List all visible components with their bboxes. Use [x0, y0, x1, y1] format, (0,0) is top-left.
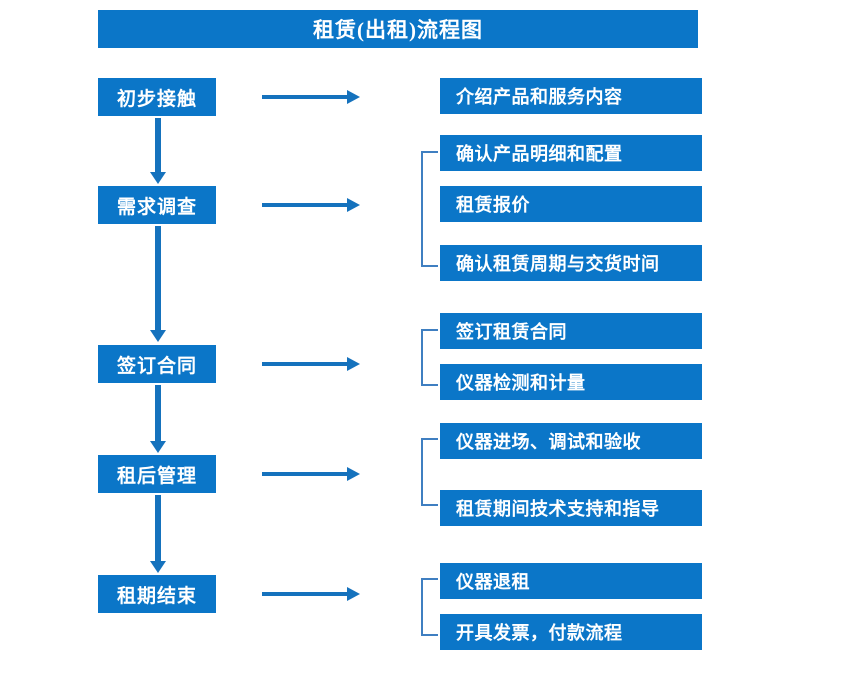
vertical-arrow-4 [150, 495, 166, 573]
group-bracket-3 [421, 438, 438, 506]
horizontal-arrow-1 [262, 89, 360, 105]
stage-box-3[interactable]: 签订合同 [98, 345, 216, 383]
stage-box-5[interactable]: 租期结束 [98, 575, 216, 613]
stage-box-1[interactable]: 初步接触 [98, 78, 216, 116]
horizontal-arrow-4 [262, 466, 360, 482]
group-bracket-2 [421, 329, 438, 386]
vertical-arrow-3 [150, 385, 166, 453]
page-title: 租赁(出租)流程图 [98, 10, 698, 48]
stage-box-2[interactable]: 需求调查 [98, 186, 216, 224]
task-box-1[interactable]: 介绍产品和服务内容 [440, 78, 702, 114]
horizontal-arrow-2 [262, 197, 360, 213]
vertical-arrow-1 [150, 118, 166, 184]
vertical-arrow-2 [150, 226, 166, 342]
horizontal-arrow-3 [262, 356, 360, 372]
task-box-7[interactable]: 仪器进场、调试和验收 [440, 423, 702, 459]
task-box-9[interactable]: 仪器退租 [440, 563, 702, 599]
stage-box-4[interactable]: 租后管理 [98, 455, 216, 493]
task-box-3[interactable]: 租赁报价 [440, 186, 702, 222]
group-bracket-4 [421, 578, 438, 636]
group-bracket-1 [421, 151, 438, 267]
horizontal-arrow-5 [262, 586, 360, 602]
task-box-4[interactable]: 确认租赁周期与交货时间 [440, 245, 702, 281]
task-box-6[interactable]: 仪器检测和计量 [440, 364, 702, 400]
task-box-10[interactable]: 开具发票，付款流程 [440, 614, 702, 650]
task-box-5[interactable]: 签订租赁合同 [440, 313, 702, 349]
task-box-2[interactable]: 确认产品明细和配置 [440, 135, 702, 171]
task-box-8[interactable]: 租赁期间技术支持和指导 [440, 490, 702, 526]
